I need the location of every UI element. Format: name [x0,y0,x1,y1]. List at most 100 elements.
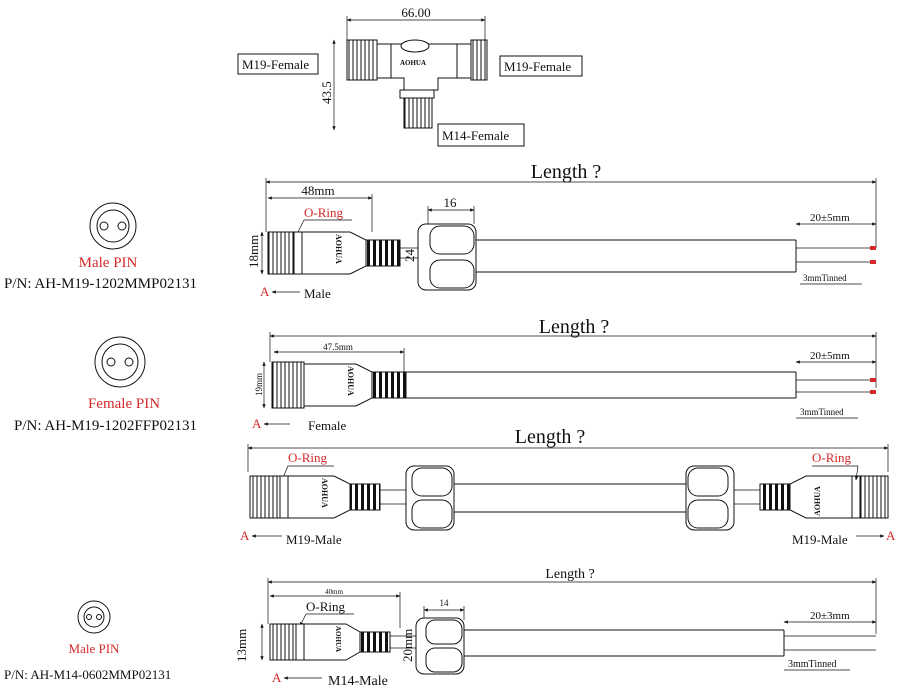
row3-oring-right-label: O-Ring [812,450,852,465]
row3-left-marker: A [240,528,250,543]
row4-thread [269,623,297,661]
row1-pin-face [89,202,137,250]
row4-pin-face-inner [83,606,105,628]
tee-bottom-thread [403,97,433,129]
row3-oring-left-label: O-Ring [288,450,328,465]
row2-strip: 20±5mm [810,350,850,362]
tee-connector: 66.00 43.5 AOHUA M19-Female M19-Female M… [237,5,583,147]
row3-length: Length ? [515,426,586,448]
tee-width-dim: 66.00 [401,5,430,20]
row1-tinned: 3mmTinned [803,273,847,283]
row3-right-oring [851,475,861,519]
row2-wire-1-tip [870,378,876,382]
row2-end-marker: A [252,416,262,431]
row4-pin-title: Male PIN [69,641,121,656]
row1-oring [293,231,303,275]
row3-left-label: M19-Male [286,532,342,547]
row3-right-label: M19-Male [792,532,848,547]
row2-tinned: 3mmTinned [800,407,844,417]
row4-dim-nut-dia: 20mm [400,629,415,662]
tee-left-collar [376,43,392,79]
row1-end-label: Male [304,286,331,301]
row4-tinned: 3mmTinned [788,659,837,670]
row2-length: Length ? [539,316,610,338]
row2-pin-contact-2 [124,357,134,367]
row1-oring-label: O-Ring [304,205,344,220]
row-1-male-cable: Male PIN P/N: AH-M19-1202MMP02131 Length… [4,161,877,301]
row3-right-marker: A [886,528,896,543]
row3-right-nut-lobe-top [687,467,729,497]
row2-dim-overall: 47.5mm [323,342,353,352]
row3-left-nut-lobe-bottom [411,499,453,529]
row2-pin-contact-1 [106,357,116,367]
row1-length: Length ? [531,161,602,183]
row1-wire-2-tip [870,260,876,264]
row4-end-label: M14-Male [328,674,388,689]
row2-body [303,363,373,407]
tee-bottom-collar [399,89,435,99]
row3-right-thread [859,475,889,519]
row4-pin-contact-2 [96,614,102,620]
row4-pin-contact-1 [86,614,92,620]
row3-left-oring [279,475,289,519]
row2-part-number: P/N: AH-M19-1202FFP02131 [14,418,197,434]
row3-left-thread [249,475,281,519]
row1-strip: 20±5mm [810,212,850,224]
tee-center-body [390,43,458,91]
row2-dim-dia: 19mm [254,373,264,396]
row2-thread [271,361,305,409]
row1-body [301,231,367,275]
row1-pin-face-inner [96,209,130,243]
row1-nut-lobe-bottom [429,259,475,289]
row4-nut-lobe-top [425,619,463,645]
row2-pin-face [94,336,146,388]
row1-wire-1-tip [870,246,876,250]
row4-part-number: P/N: AH-M14-0602MMP02131 [4,667,171,682]
tee-right-label-box [499,55,583,77]
row3-right-brand: AOHUA [813,486,822,516]
tee-height-dim: 43.5 [319,81,334,104]
row1-end-marker: A [260,284,270,299]
row-3-extension-cable: Length ? O-Ring AOHUA AOHUA O-Ring A [240,426,896,547]
row4-oring-label: O-Ring [306,599,346,614]
tee-right-thread [470,39,488,81]
row1-dim-nut-dia: 24 [402,249,417,263]
row3-left-nut-lobe-top [411,467,453,497]
tee-left-label: M19-Female [242,57,309,72]
row1-nut-lobe-top [429,225,475,255]
row4-body [303,623,361,661]
tee-top-boss [400,39,430,53]
row2-brand: AOHUA [346,366,355,396]
row2-end-label: Female [308,418,346,433]
tee-left-label-box [237,53,319,75]
row1-dim-dia: 18mm [246,235,261,268]
row3-oring-right-leader [854,465,859,481]
row-4-m14-male-cable: Male PIN P/N: AH-M14-0602MMP02131 Length… [4,567,877,689]
row1-pin-title: Male PIN [79,255,138,271]
row1-thread [267,231,295,275]
row2-pin-face-inner [101,343,139,381]
row1-part-number: P/N: AH-M19-1202MMP02131 [4,276,197,292]
row1-pin-contact-1 [99,221,109,231]
tee-right-collar [456,43,472,79]
row4-length: Length ? [545,567,594,582]
row4-dim-dia: 13mm [234,629,249,662]
row4-nut-lobe-bottom [425,647,463,673]
tee-bottom-label-box [437,123,525,147]
row4-brand: AOHUA [334,626,342,652]
row4-dim-overall: 40mm [325,588,343,596]
row2-strain-relief [371,371,407,399]
row4-oring [295,623,305,661]
row2-wire-2-tip [870,390,876,394]
row3-left-body [287,475,351,519]
tee-left-thread [346,39,378,81]
row-2-female-cable: Female PIN P/N: AH-M19-1202FFP02131 Leng… [14,316,877,434]
row1-brand: AOHUA [334,234,343,264]
row4-end-marker: A [272,670,282,685]
row3-left-strain-relief [349,483,381,511]
tee-bottom-label: M14-Female [442,128,509,143]
row4-dim-nut: 14 [440,598,450,608]
row3-left-brand: AOHUA [320,478,329,508]
